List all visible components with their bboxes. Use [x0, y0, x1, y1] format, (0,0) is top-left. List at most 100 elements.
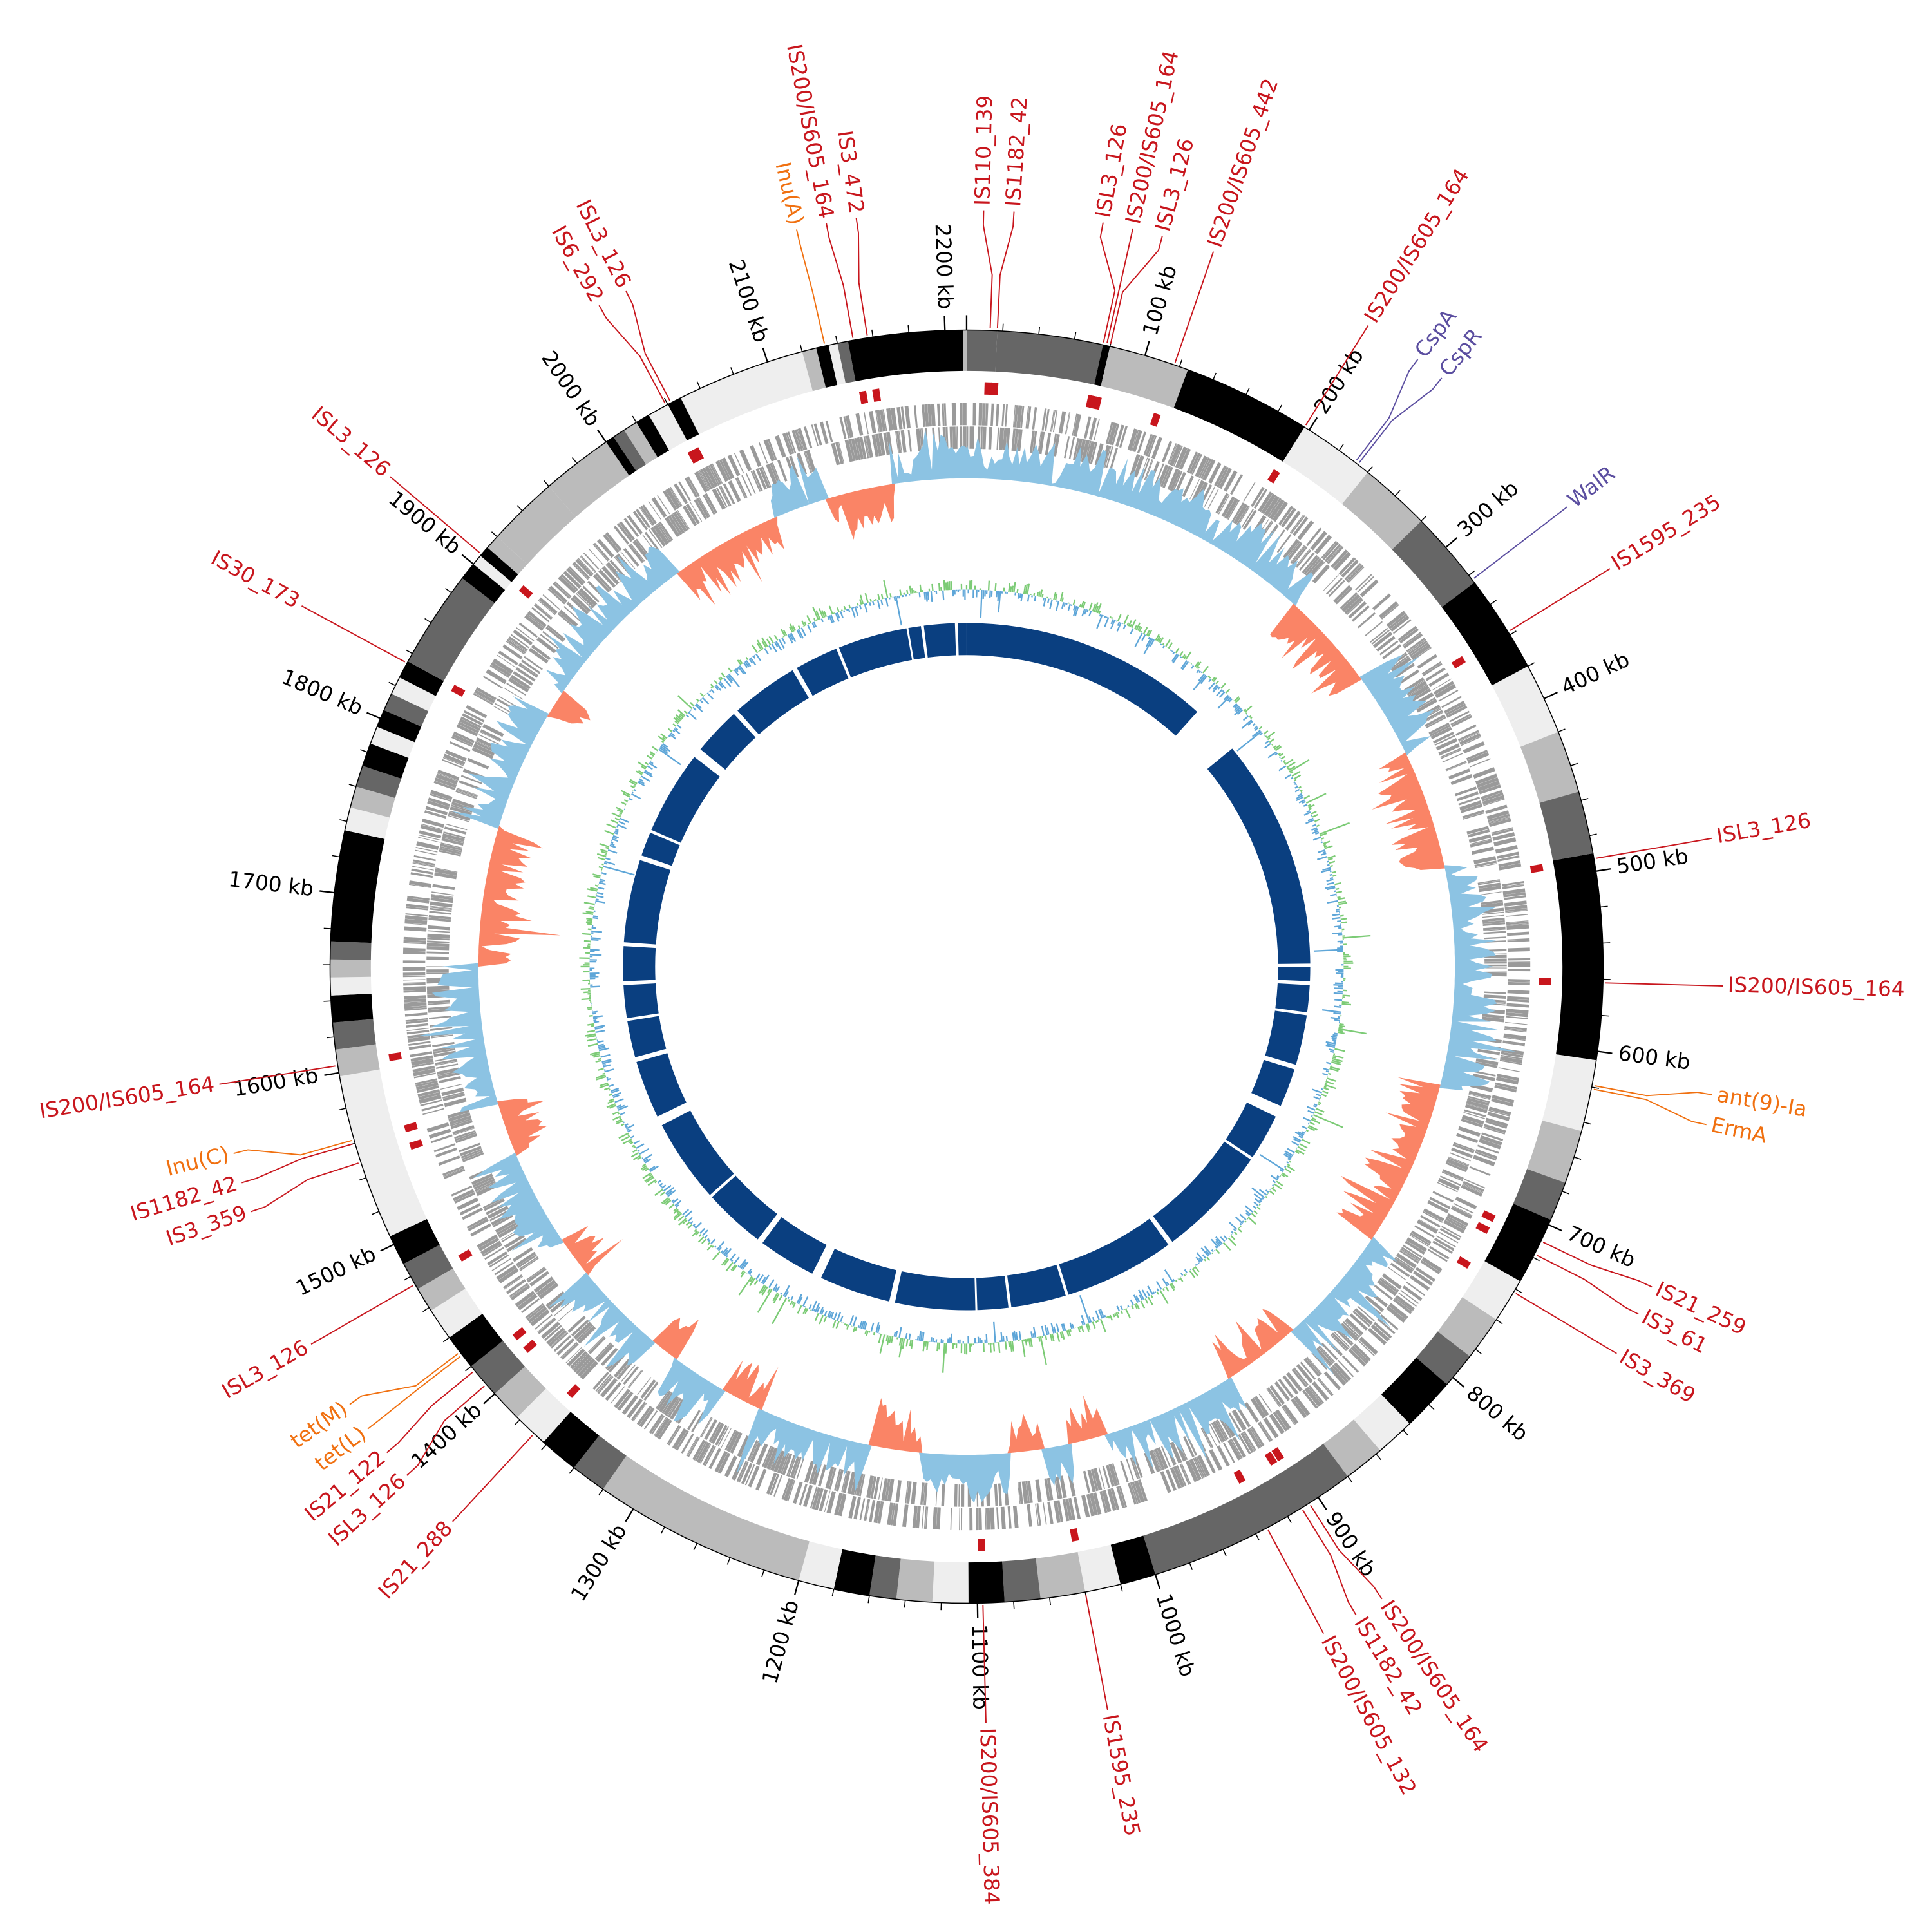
gene-mark	[1043, 1502, 1047, 1525]
gene-mark	[1376, 636, 1396, 652]
gene-mark	[1479, 891, 1502, 896]
gene-mark	[448, 1112, 471, 1122]
contig-band	[431, 1288, 483, 1338]
gene-mark	[1176, 1465, 1187, 1486]
gene-mark	[738, 1461, 749, 1483]
gene-mark	[708, 1421, 721, 1443]
gene-mark	[440, 1083, 462, 1090]
gene-mark	[749, 444, 762, 468]
gene-mark	[415, 1078, 437, 1085]
gene-mark	[704, 1419, 717, 1441]
gene-mark	[407, 1036, 430, 1043]
contig-band	[613, 430, 647, 471]
gene-mark	[595, 573, 612, 591]
gene-mark	[558, 1305, 576, 1321]
gene-mark	[548, 1329, 567, 1347]
gene-mark	[1463, 1180, 1484, 1192]
gene-mark	[506, 683, 526, 696]
gene-mark	[642, 504, 657, 524]
is-element-mark	[1150, 412, 1161, 427]
gene-mark	[498, 1267, 519, 1283]
gene-mark	[516, 627, 535, 642]
gene-mark	[442, 759, 464, 769]
gene-mark	[773, 1475, 782, 1497]
is-element-label: IS3_369	[1615, 1345, 1700, 1408]
gene-mark	[936, 403, 941, 426]
gene-mark	[1386, 611, 1406, 628]
gene-mark	[540, 634, 559, 649]
blast-hit-segment	[712, 1175, 777, 1240]
minor-tick	[693, 1543, 697, 1551]
gene-mark	[480, 729, 502, 741]
gene-mark	[459, 1142, 480, 1153]
gene-mark	[422, 819, 444, 828]
gene-mark	[1110, 1488, 1120, 1510]
feature-leader-line	[1174, 251, 1215, 363]
gene-mark	[1421, 661, 1442, 675]
gene-mark	[1458, 797, 1481, 806]
gene-mark	[455, 1133, 477, 1144]
gene-mark	[417, 1085, 439, 1094]
gene-mark	[406, 906, 429, 911]
minor-tick	[598, 1488, 604, 1496]
gene-mark	[1455, 724, 1477, 736]
gene-mark	[435, 1061, 458, 1066]
gene-mark	[1470, 839, 1493, 848]
gene-mark	[545, 626, 565, 643]
gene-mark	[927, 404, 933, 427]
gene-mark	[943, 403, 947, 426]
gene-mark	[467, 757, 489, 770]
minor-tick	[1277, 404, 1282, 412]
gene-mark	[835, 1469, 844, 1492]
gene-mark	[1475, 1149, 1498, 1159]
gene-mark	[478, 734, 500, 745]
gene-mark	[1296, 549, 1312, 568]
feature-leader-line	[1305, 325, 1369, 426]
gene-mark	[668, 1426, 681, 1446]
gene-mark	[1132, 1481, 1141, 1504]
gene-mark	[686, 1436, 698, 1456]
blast-hit-segment	[1207, 748, 1311, 964]
gene-mark	[1433, 732, 1454, 744]
gene-mark	[691, 1412, 705, 1433]
contig-band	[390, 1218, 440, 1264]
gene-mark	[519, 663, 539, 677]
minor-tick	[360, 749, 368, 753]
gene-mark	[406, 1030, 430, 1035]
gene-mark	[834, 1493, 843, 1515]
gene-mark	[495, 1219, 516, 1233]
gene-mark	[1430, 726, 1452, 739]
gene-mark	[1088, 417, 1097, 440]
gene-mark	[985, 1508, 987, 1530]
gene-mark	[1133, 1480, 1145, 1503]
gene-mark	[1014, 405, 1019, 428]
gene-mark	[573, 562, 591, 580]
gene-mark	[1333, 1362, 1352, 1381]
gene-mark	[648, 501, 661, 520]
gene-mark	[672, 1428, 688, 1450]
gene-mark	[478, 1237, 500, 1251]
gene-mark	[980, 1508, 982, 1530]
gene-mark	[697, 470, 710, 491]
gene-mark	[580, 1360, 598, 1380]
gene-mark	[558, 575, 577, 594]
contig-band	[1077, 1544, 1121, 1593]
gene-mark	[603, 534, 620, 553]
gene-mark	[1495, 1076, 1519, 1085]
gene-ring	[402, 402, 1531, 1531]
gene-mark	[787, 1479, 796, 1502]
gene-mark	[412, 862, 435, 867]
gene-mark	[1132, 1457, 1141, 1479]
gene-mark	[1215, 1420, 1228, 1441]
gene-mark	[456, 724, 478, 737]
gene-mark	[1346, 599, 1364, 616]
gene-mark	[1438, 743, 1460, 756]
gene-mark	[1406, 638, 1426, 652]
tick-label: 1700 kb	[227, 867, 315, 901]
gene-mark	[560, 1341, 578, 1358]
minor-tick	[1213, 372, 1217, 380]
gene-mark	[563, 571, 582, 589]
gene-mark	[1000, 1506, 1006, 1530]
contig-band	[649, 404, 687, 451]
gene-mark	[1312, 564, 1331, 583]
